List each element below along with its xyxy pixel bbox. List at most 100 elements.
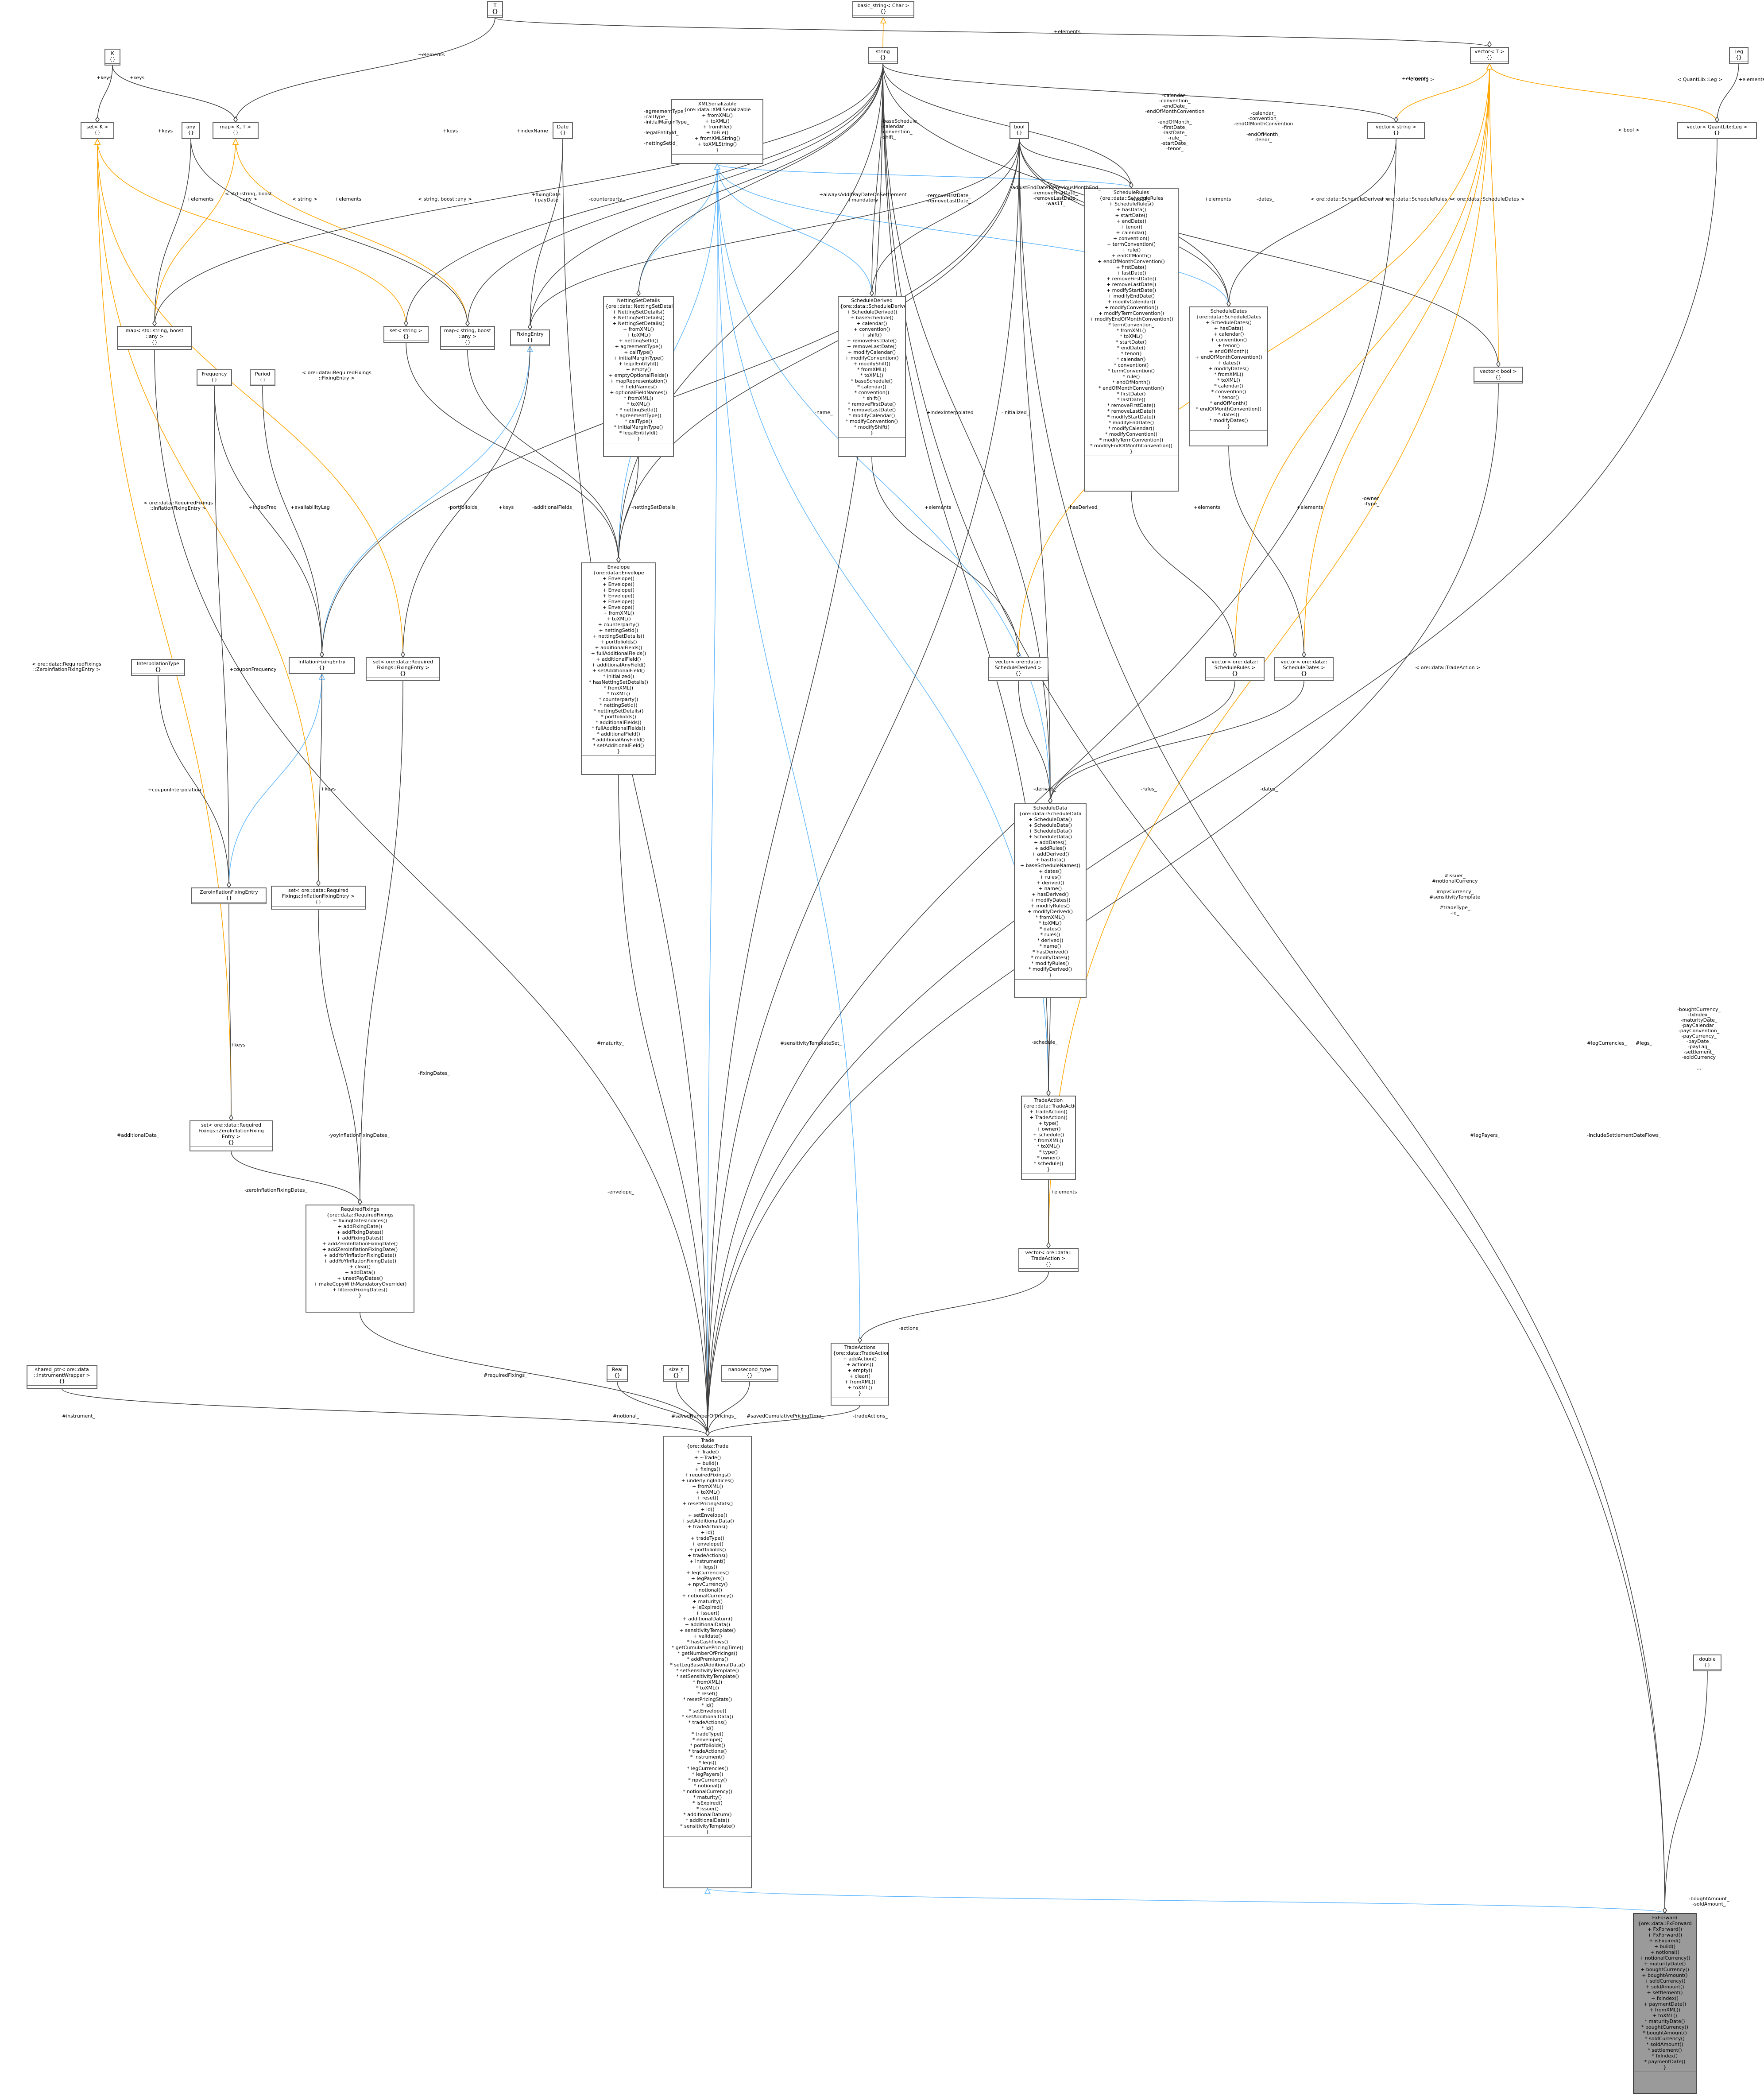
node-map-string-any[interactable]: map< string, boost ::any > {} <box>440 326 495 350</box>
node-set-zero-inflation-fixing-entry[interactable]: set< ore::data::Required Fixings::ZeroIn… <box>190 1120 273 1151</box>
node-bool[interactable]: bool {} <box>1010 122 1029 139</box>
node-title: ZeroInflationFixingEntry {} <box>192 888 266 903</box>
composition-edge <box>707 139 1020 1436</box>
composition-edge <box>262 386 322 658</box>
node-period[interactable]: Period {} <box>250 369 275 386</box>
node-title: map< string, boost ::any > {} <box>441 327 494 347</box>
node-fixing-entry[interactable]: FixingEntry {} <box>510 329 550 346</box>
node-any[interactable]: any {} <box>182 122 200 139</box>
template-edge <box>1304 63 1490 658</box>
node-title: map< K, T > {} <box>213 123 258 137</box>
node-envelope[interactable]: Envelope {ore::data::Envelope + Envelope… <box>581 562 656 775</box>
node-xml-serializable[interactable]: XMLSerializable {ore::data::XMLSerializa… <box>671 99 763 164</box>
composition-edge <box>1018 681 1051 804</box>
node-date[interactable]: Date {} <box>553 122 573 139</box>
template-edge <box>97 139 403 658</box>
node-title: Period {} <box>251 370 275 384</box>
node-trade-actions[interactable]: TradeActions {ore::data::TradeActions + … <box>831 1343 889 1406</box>
composition-edge <box>467 349 619 563</box>
composition-edge <box>1050 681 1304 804</box>
node-title: vector< ore::data:: ScheduleDates > {} <box>1275 658 1333 678</box>
node-title: K {} <box>105 50 120 64</box>
node-set-inflation-fixing-entry[interactable]: set< ore::data::Required Fixings::Inflat… <box>271 886 366 910</box>
node-real[interactable]: Real {} <box>607 1365 628 1382</box>
node-vector-leg[interactable]: vector< QuantLib::Leg > {} <box>1677 122 1757 139</box>
composition-edge <box>1050 681 1235 804</box>
composition-edge <box>112 65 236 123</box>
node-map-std-string-any[interactable]: map< std::string, boost ::any > {} <box>117 326 192 350</box>
inheritance-edge <box>717 163 1051 804</box>
node-title: vector< ore::data:: TradeAction > {} <box>1019 1249 1078 1269</box>
node-title: FxForward {ore::data::FxForward + FxForw… <box>1634 1914 1696 2072</box>
node-t[interactable]: T {} <box>487 1 503 18</box>
node-fx-forward[interactable]: FxForward {ore::data::FxForward + FxForw… <box>1633 1913 1697 2094</box>
edge-label: #legPayers_ <box>1470 1132 1500 1138</box>
composition-edge <box>154 349 708 1436</box>
composition-diamond <box>401 651 405 658</box>
node-netting-set-details[interactable]: NettingSetDetails {ore::data::NettingSet… <box>603 296 674 457</box>
node-trade-action[interactable]: TradeAction {ore::data::TradeAction + Tr… <box>1021 1096 1076 1180</box>
node-map-k-t[interactable]: map< K, T > {} <box>213 122 259 139</box>
edge-label: -includeSettlementDateFlows_ <box>1587 1132 1661 1138</box>
node-vector-schedule-dates[interactable]: vector< ore::data:: ScheduleDates > {} <box>1274 657 1334 681</box>
node-k[interactable]: K {} <box>104 49 120 66</box>
composition-edge <box>530 139 1020 330</box>
node-title: Real {} <box>607 1366 627 1380</box>
node-title: FixingEntry {} <box>511 330 549 345</box>
node-shared-ptr-instrument-wrapper[interactable]: shared_ptr< ore::data ::InstrumentWrappe… <box>27 1365 97 1389</box>
composition-edge <box>360 1312 708 1436</box>
composition-edge <box>882 63 1665 1914</box>
template-edge <box>97 139 406 326</box>
edge-label: -dates_ <box>1260 786 1278 792</box>
edge-label: +fixingDate +payDate <box>531 192 561 203</box>
node-title: set< ore::data::Required Fixings::Fixing… <box>367 658 439 678</box>
node-size-t[interactable]: size_t {} <box>663 1365 689 1382</box>
node-frequency[interactable]: Frequency {} <box>197 369 232 386</box>
node-vector-t[interactable]: vector< T > {} <box>1470 47 1509 64</box>
edge-label: #legs_ <box>1636 1040 1652 1046</box>
composition-edge <box>618 63 883 563</box>
composition-edge <box>707 383 1499 1436</box>
node-set-k[interactable]: set< K > {} <box>81 122 114 139</box>
node-vector-schedule-rules[interactable]: vector< ore::data:: ScheduleRules > {} <box>1205 657 1265 681</box>
node-inflation-fixing-entry[interactable]: InflationFixingEntry {} <box>289 657 355 674</box>
node-set-required-fixing-entry[interactable]: set< ore::data::Required Fixings::Fixing… <box>366 657 440 681</box>
template-edge <box>1048 63 1490 1248</box>
edge-label: -actions_ <box>899 1325 921 1331</box>
node-zero-inflation-fixing-entry[interactable]: ZeroInflationFixingEntry {} <box>191 887 267 904</box>
composition-edge <box>235 17 495 123</box>
edge-label: -boughtAmount_ -soldAmount_ <box>1689 1896 1729 1907</box>
edge-label: +couponFrequency <box>229 666 277 672</box>
node-set-string[interactable]: set< string > {} <box>383 326 429 343</box>
node-basic-string[interactable]: basic_string< Char > {} <box>852 1 914 18</box>
node-schedule-derived[interactable]: ScheduleDerived {ore::data::ScheduleDeri… <box>838 296 906 457</box>
inheritance-edge <box>717 163 1229 307</box>
node-leg[interactable]: Leg {} <box>1729 47 1749 64</box>
node-double[interactable]: double {} <box>1693 1654 1721 1671</box>
node-vector-schedule-derived[interactable]: vector< ore::data:: ScheduleDerived > {} <box>988 657 1048 681</box>
template-edge <box>1234 63 1490 658</box>
node-title: TradeAction {ore::data::TradeAction + Tr… <box>1022 1096 1075 1174</box>
composition-edge <box>1664 1671 1708 1914</box>
edge-label: +couponInterpolation <box>148 787 201 793</box>
edge-label: #notional_ <box>613 1413 639 1419</box>
composition-edge <box>882 63 1229 307</box>
node-string[interactable]: string {} <box>868 47 898 64</box>
node-title: map< std::string, boost ::any > {} <box>118 327 191 347</box>
node-vector-bool[interactable]: vector< bool > {} <box>1474 367 1523 384</box>
composition-edge <box>871 63 883 296</box>
node-vector-trade-action[interactable]: vector< ore::data:: TradeAction > {} <box>1018 1248 1079 1272</box>
node-trade[interactable]: Trade {ore::data::Trade + Trade() + ~Tra… <box>663 1436 752 1888</box>
composition-diamond <box>705 1430 710 1437</box>
node-schedule-data[interactable]: ScheduleData {ore::data::ScheduleData + … <box>1014 803 1087 998</box>
node-schedule-dates[interactable]: ScheduleDates {ore::data::ScheduleDates … <box>1189 306 1268 446</box>
node-title: nanosecond_type {} <box>722 1366 778 1380</box>
node-vector-string[interactable]: vector< string > {} <box>1367 122 1425 139</box>
node-interpolation-type[interactable]: InterpolationType {} <box>131 659 185 676</box>
composition-edge <box>318 909 360 1205</box>
node-schedule-rules[interactable]: ScheduleRules {ore::data::ScheduleRules … <box>1084 188 1179 492</box>
composition-edge <box>214 386 322 658</box>
node-nanosecond-type[interactable]: nanosecond_type {} <box>721 1365 778 1382</box>
node-required-fixings[interactable]: RequiredFixings {ore::data::RequiredFixi… <box>306 1205 414 1313</box>
